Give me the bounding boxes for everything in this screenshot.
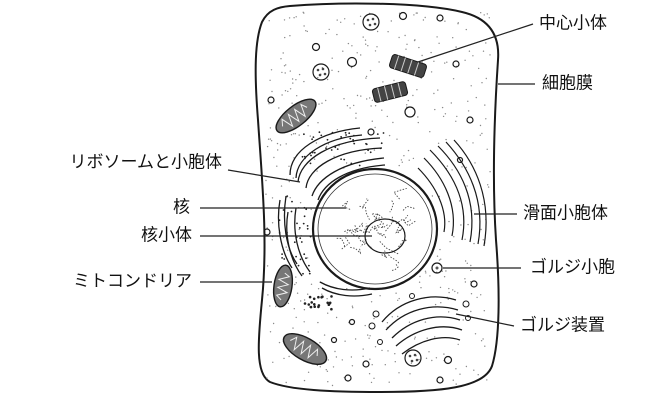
leader-centriole bbox=[418, 24, 533, 62]
mitochondrion-lower bbox=[279, 327, 332, 370]
label-golgi-apparatus: ゴルジ装置 bbox=[520, 315, 605, 336]
label-cell-membrane: 細胞膜 bbox=[542, 74, 593, 94]
granule-cluster bbox=[304, 295, 333, 310]
leader-golgi-apparatus bbox=[456, 314, 514, 326]
cytoplasm-texture bbox=[265, 12, 491, 387]
smooth-er bbox=[418, 140, 486, 246]
golgi-apparatus bbox=[369, 294, 471, 355]
labels: 中心小体 細胞膜 リボソームと小胞体 核 核小体 滑面小胞体 ゴルジ小胞 ミトコ… bbox=[70, 14, 616, 336]
leader-ribosome-er bbox=[228, 170, 300, 182]
mitochondrion-upper bbox=[271, 93, 321, 138]
label-golgi-vesicle: ゴルジ小胞 bbox=[530, 257, 615, 278]
label-centriole: 中心小体 bbox=[539, 14, 607, 34]
ribosome-dots bbox=[279, 131, 385, 274]
label-ribosome-er: リボソームと小胞体 bbox=[70, 153, 223, 173]
nucleus bbox=[313, 169, 437, 289]
leader-lines bbox=[200, 24, 535, 326]
label-mitochondria: ミトコンドリア bbox=[73, 272, 192, 292]
mitochondrion-middle bbox=[271, 264, 295, 308]
label-nucleus: 核 bbox=[173, 198, 190, 218]
golgi-vesicle bbox=[432, 263, 442, 273]
label-smooth-er: 滑面小胞体 bbox=[523, 204, 608, 224]
label-nucleolus: 核小体 bbox=[141, 226, 192, 246]
